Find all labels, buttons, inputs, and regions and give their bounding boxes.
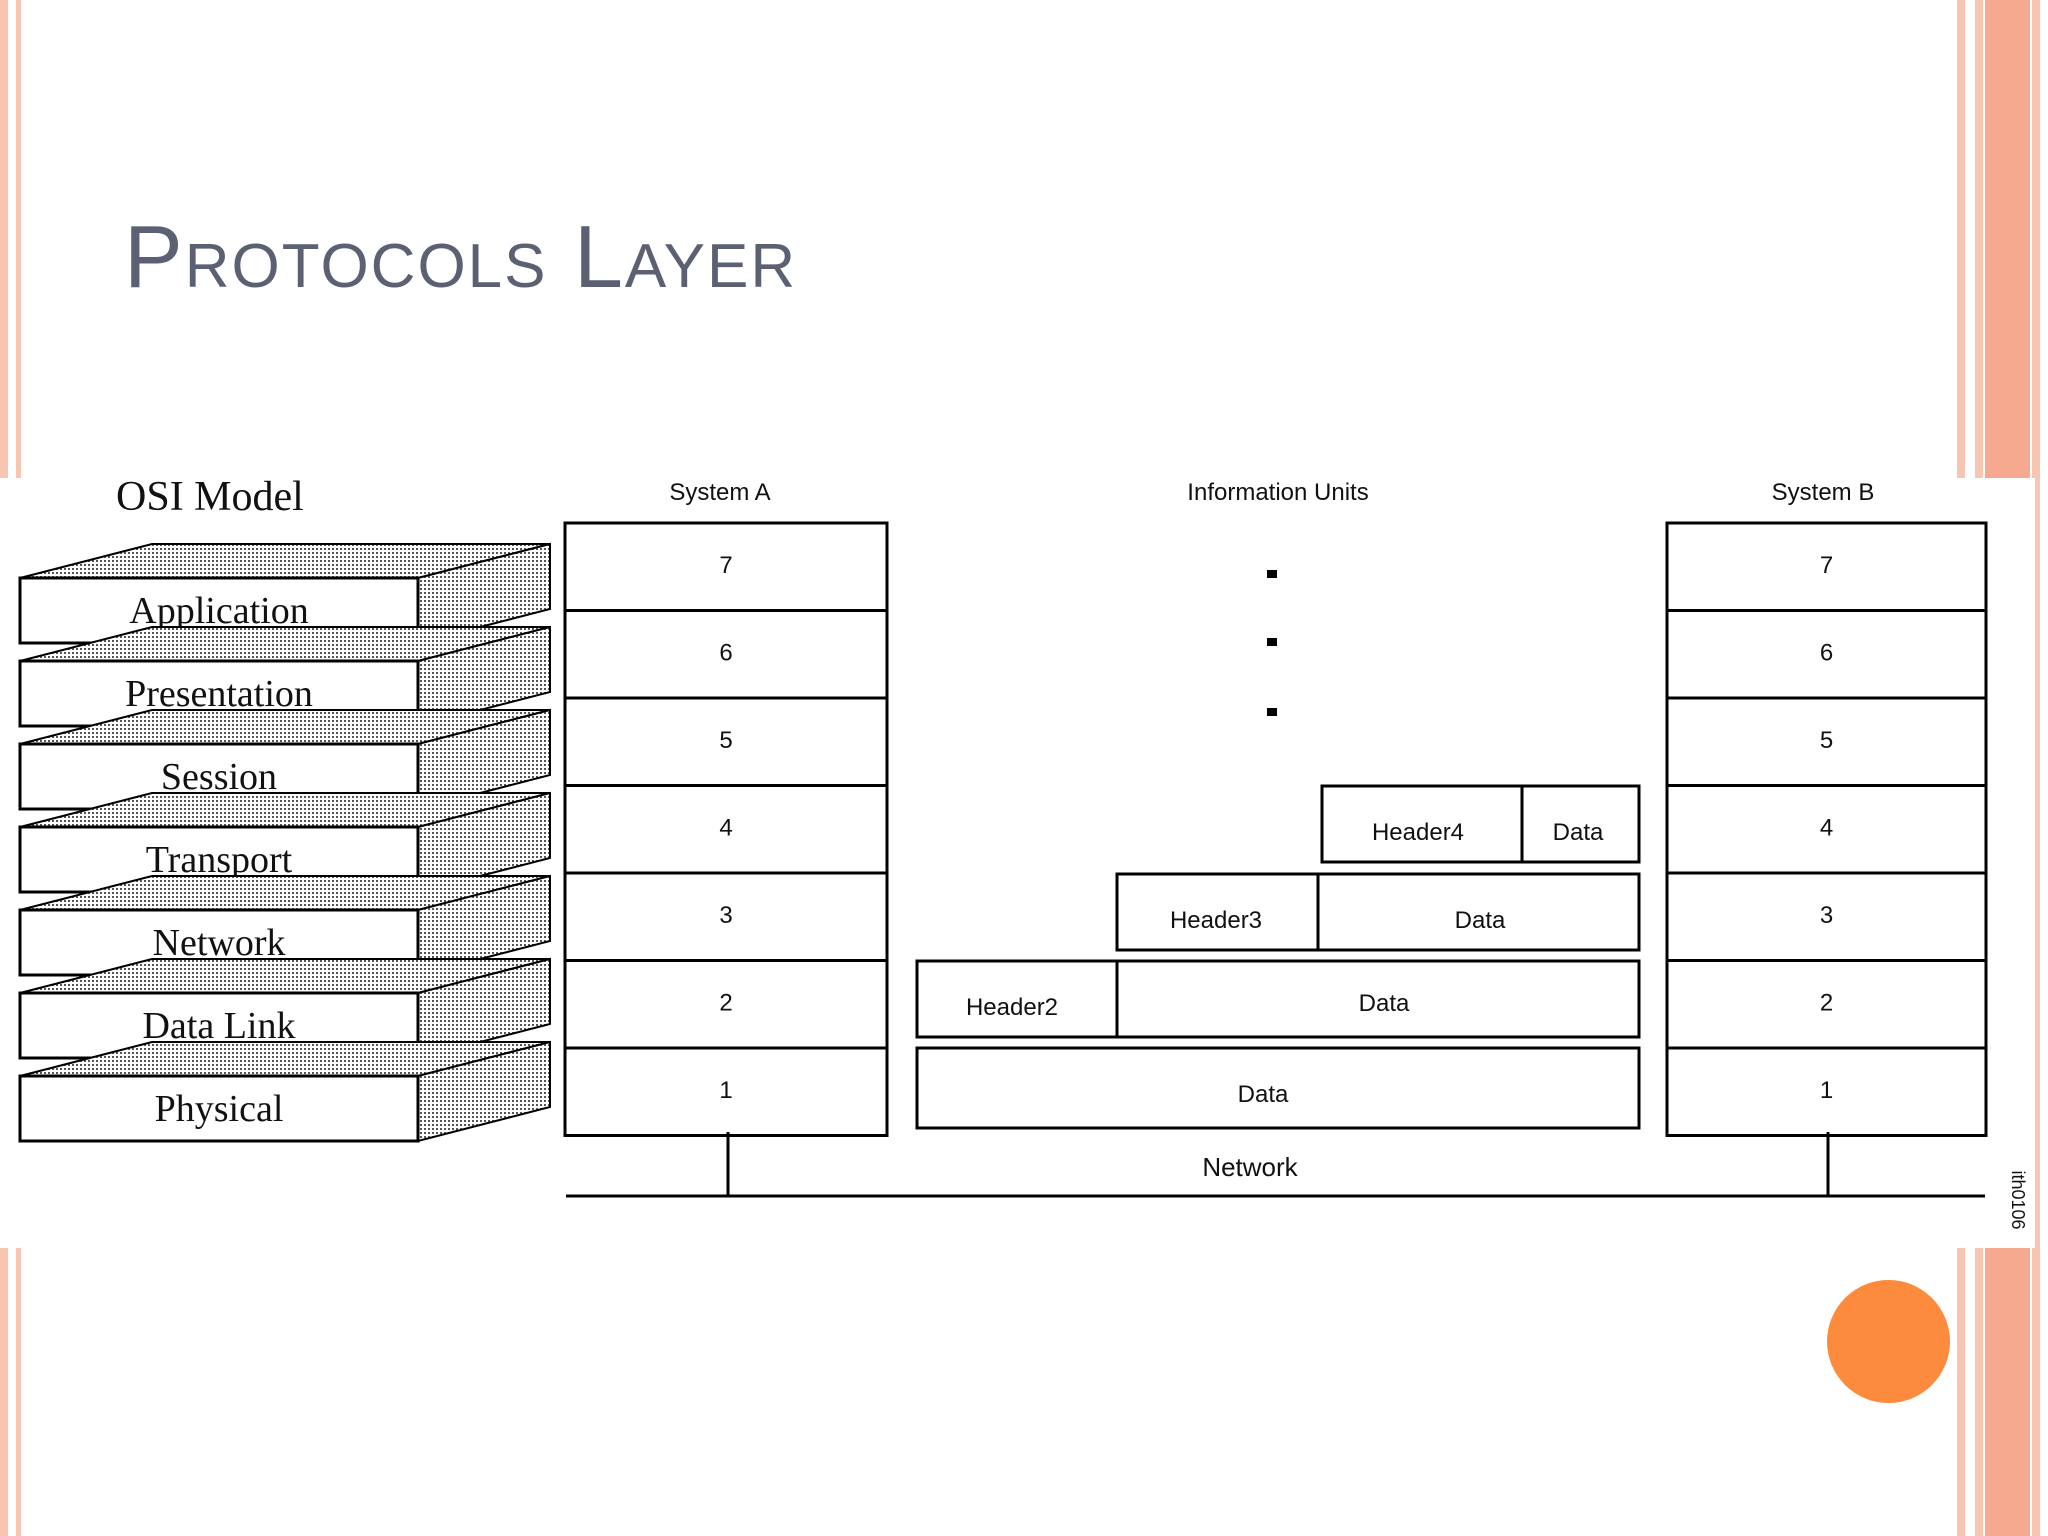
system-b-layer-7-label: 7 — [1820, 552, 1833, 579]
unit-2-header: Header2 — [966, 994, 1058, 1021]
system-a-stack: 7 6 5 4 3 2 1 — [563, 521, 889, 1137]
unit-4-header: Header4 — [1372, 819, 1464, 846]
system-b-layer-2-label: 2 — [1820, 990, 1833, 1017]
system-b-layer-7-box — [1665, 521, 1988, 612]
network-label: Network — [1202, 1152, 1298, 1182]
system-a-layer-6-label: 6 — [719, 640, 732, 667]
ellipsis-dot-2 — [1267, 638, 1277, 646]
system-b-layer-4-box — [1665, 784, 1988, 875]
decor-stripe-4 — [2032, 0, 2040, 1536]
accent-circle — [1827, 1280, 1950, 1403]
system-b-layer-4-label: 4 — [1820, 815, 1833, 842]
information-units-label: Information Units — [1187, 479, 1368, 506]
system-a-layer-7-label: 7 — [719, 552, 732, 579]
unit-2-data: Data — [1359, 990, 1410, 1017]
osi-model-title: OSI Model — [116, 474, 304, 520]
osi-layer-label: Network — [153, 922, 286, 964]
osi-layer-label: Presentation — [125, 673, 313, 715]
ellipsis-dot-3 — [1267, 708, 1277, 716]
unit-4-box — [1320, 784, 1641, 864]
osi-layer-label: Application — [129, 590, 308, 632]
system-b-layer-5-box — [1665, 696, 1988, 787]
unit-1-box — [915, 1046, 1641, 1130]
osi-layer-label: Physical — [155, 1088, 284, 1130]
system-b-label: System B — [1772, 479, 1875, 506]
system-a-label: System A — [669, 479, 770, 506]
system-b-layer-1-label: 1 — [1820, 1077, 1833, 1104]
system-a-layer-2-label: 2 — [719, 990, 732, 1017]
system-a-layer-6-box — [563, 609, 889, 700]
system-b-layer-1-box — [1665, 1046, 1988, 1137]
unit-3-data: Data — [1455, 907, 1506, 934]
figure-id: ith0106 — [2008, 1170, 2028, 1229]
unit-3-box — [1115, 872, 1641, 952]
unit-4-data: Data — [1553, 819, 1604, 846]
system-a-layer-4-label: 4 — [719, 815, 732, 842]
system-a-layer-3-box — [563, 871, 889, 962]
unit-1-data: Data — [1238, 1081, 1289, 1108]
osi-layer-transport: Transport — [18, 791, 551, 894]
system-a-layer-1-label: 1 — [719, 1077, 732, 1104]
system-b-stack: 7 6 5 4 3 2 1 — [1665, 521, 1988, 1137]
unit-2-box — [915, 959, 1641, 1039]
system-b-layer-6-box — [1665, 609, 1988, 700]
system-a-layer-3-label: 3 — [719, 902, 732, 929]
unit-3-header: Header3 — [1170, 907, 1262, 934]
ellipsis-dot-1 — [1267, 570, 1277, 578]
system-b-layer-6-label: 6 — [1820, 640, 1833, 667]
osi-layer-physical: Physical — [18, 1040, 551, 1143]
system-b-layer-5-label: 5 — [1820, 727, 1833, 754]
system-a-layer-1-box — [563, 1046, 889, 1137]
system-a-layer-7-box — [563, 521, 889, 612]
osi-layer-network: Network — [18, 874, 551, 977]
osi-layer-label: Data Link — [142, 1005, 295, 1047]
system-a-layer-2-box — [563, 959, 889, 1050]
slide-title: Protocols Layer — [124, 207, 798, 306]
slab-front-face — [18, 1074, 420, 1143]
system-a-layer-5-label: 5 — [719, 727, 732, 754]
osi-stack: ApplicationPresentationSessionTransportN… — [18, 542, 551, 1143]
osi-layer-label: Transport — [146, 839, 293, 881]
osi-layer-label: Session — [161, 756, 277, 798]
system-b-layer-3-label: 3 — [1820, 902, 1833, 929]
